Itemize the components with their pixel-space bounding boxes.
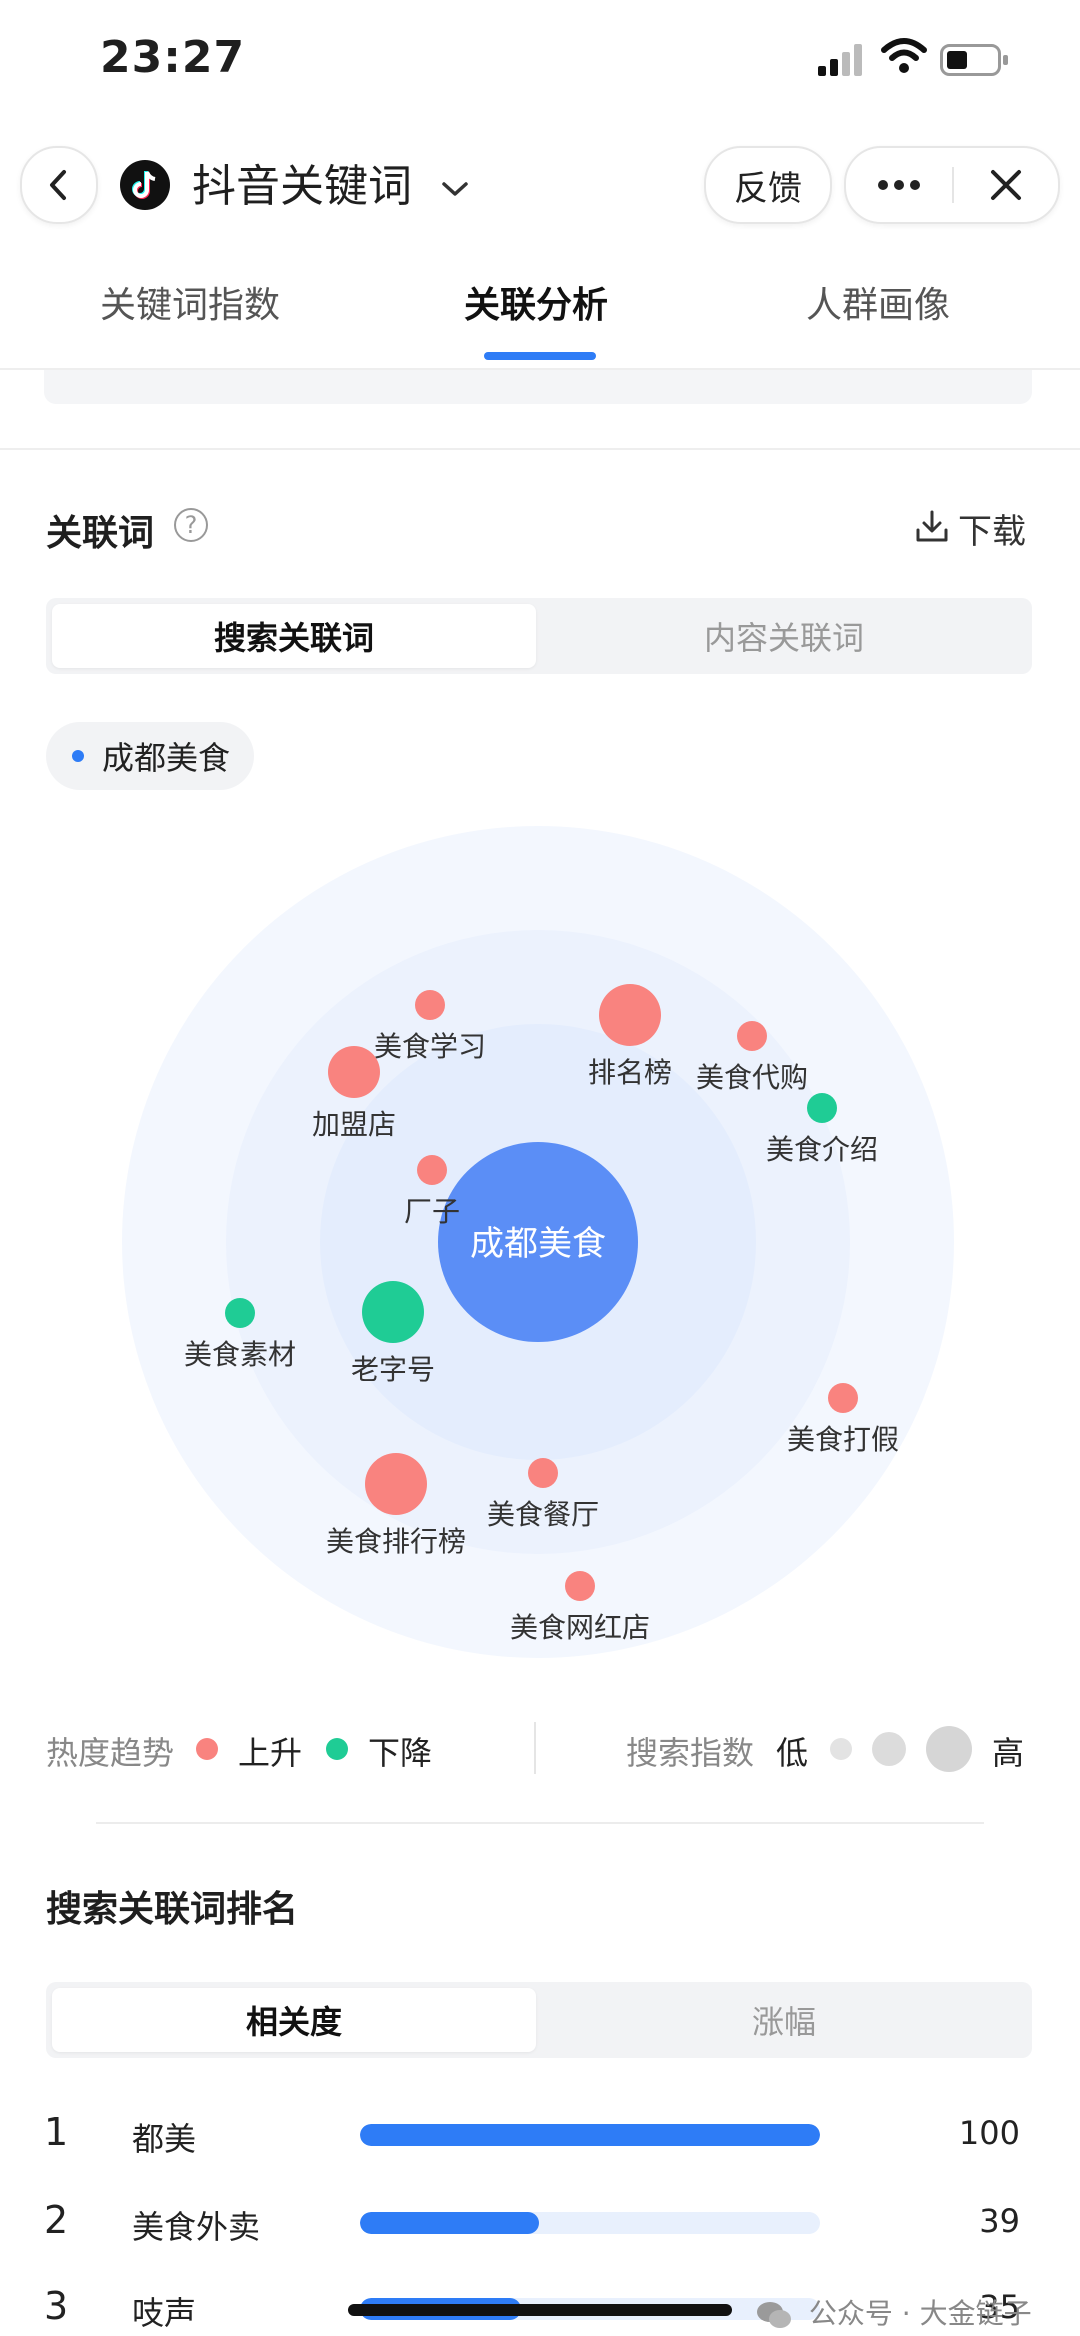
close-icon [991, 170, 1021, 200]
segment-search-related[interactable]: 搜索关联词 [52, 604, 536, 668]
legend-size-small [830, 1738, 852, 1760]
back-button[interactable] [20, 146, 98, 224]
related-words-bubble-chart: 成都美食 美食学习排名榜美食代购美食介绍 加盟店厂子美食素材 老字号美食打假美食排行… [122, 826, 954, 1658]
selected-keyword: 成都美食 [102, 739, 231, 777]
rank-bar-fill [360, 2124, 820, 2146]
home-indicator[interactable] [348, 2304, 732, 2316]
keyword-bubble[interactable] [807, 1093, 837, 1123]
rank-number: 3 [44, 2284, 69, 2328]
more-dots-icon [878, 180, 920, 190]
selected-keyword-chip[interactable]: 成都美食 [46, 722, 255, 790]
legend-size-medium [872, 1732, 906, 1766]
keyword-bubble[interactable] [565, 1571, 595, 1601]
rank-word: 都美 [132, 2120, 197, 2158]
help-icon[interactable]: ? [174, 508, 208, 542]
wechat-watermark: 公众号 · 大金链子 [756, 2292, 1032, 2332]
douyin-logo-icon [120, 160, 170, 210]
keyword-bubble[interactable] [328, 1046, 380, 1098]
rank-bar-track [360, 2124, 820, 2146]
ranking-row[interactable]: 2 美食外卖 39 [0, 2198, 1080, 2248]
center-bubble[interactable] [438, 1142, 638, 1342]
rank-number: 1 [44, 2110, 69, 2154]
app-title-dropdown[interactable]: 抖音关键词 [192, 150, 470, 214]
rank-bar-track [360, 2212, 820, 2234]
close-button[interactable] [954, 168, 1058, 202]
more-button[interactable] [846, 179, 952, 191]
keyword-bubble[interactable] [225, 1298, 255, 1328]
legend-up-label: 上升 [238, 1734, 303, 1772]
app-title: 抖音关键词 [192, 161, 412, 212]
ranking-sort-switch: 相关度 涨幅 [46, 1982, 1032, 2058]
tab-related-analysis[interactable]: 关联分析 [464, 285, 609, 326]
chevron-left-icon [50, 170, 66, 200]
rank-value: 100 [958, 2114, 1020, 2152]
keyword-bubble[interactable] [362, 1281, 424, 1343]
active-tab-indicator [484, 352, 596, 360]
tab-audience-profile[interactable]: 人群画像 [806, 285, 951, 326]
legend-down-label: 下降 [368, 1734, 433, 1772]
related-words-title: 关联词 [46, 513, 155, 554]
legend-high-label: 高 [992, 1734, 1025, 1772]
keyword-bubble-label: 美食打假 [787, 1423, 899, 1456]
ranking-title: 搜索关联词排名 [46, 1889, 299, 1930]
keyword-bubble-label: 加盟店 [312, 1108, 396, 1141]
status-time: 23:27 [100, 32, 246, 83]
cellular-signal-icon [818, 44, 862, 76]
rank-value: 35 [979, 2288, 1020, 2326]
keyword-bubble[interactable] [828, 1383, 858, 1413]
keyword-bubble-label: 美食素材 [184, 1338, 296, 1371]
keyword-bubble-label: 美食学习 [374, 1030, 486, 1063]
segment-relevance[interactable]: 相关度 [52, 1988, 536, 2052]
keyword-bubble-label: 排名榜 [588, 1056, 672, 1089]
previous-section-edge [44, 370, 1032, 404]
keyword-bubble-label: 厂子 [404, 1195, 460, 1228]
legend-index-label: 搜索指数 [626, 1734, 755, 1772]
capsule-menu [844, 146, 1060, 224]
legend-trend-label: 热度趋势 [46, 1734, 175, 1772]
segment-content-related[interactable]: 内容关联词 [703, 619, 864, 657]
ranking-row[interactable]: 1 都美 100 [0, 2110, 1080, 2160]
keyword-bubble[interactable] [415, 990, 445, 1020]
keyword-bubble-label: 美食排行榜 [326, 1525, 466, 1558]
keyword-bubble-label: 美食代购 [696, 1061, 808, 1094]
legend-up-dot [196, 1738, 218, 1760]
rank-number: 2 [44, 2198, 69, 2242]
legend-low-label: 低 [776, 1734, 809, 1772]
keyword-bubble-label: 美食介绍 [766, 1133, 878, 1166]
chip-dot-icon [72, 750, 84, 762]
related-type-switch: 搜索关联词 内容关联词 [46, 598, 1032, 674]
chevron-down-icon [442, 182, 468, 196]
download-button[interactable]: 下载 [958, 512, 1026, 552]
keyword-bubble-label: 美食餐厅 [487, 1498, 599, 1531]
feedback-button[interactable]: 反馈 [704, 146, 832, 224]
keyword-bubble-label: 老字号 [351, 1353, 435, 1386]
keyword-bubble[interactable] [365, 1453, 427, 1515]
keyword-bubble[interactable] [528, 1458, 558, 1488]
watermark-text: 公众号 · 大金链子 [808, 2297, 1032, 2330]
keyword-bubble[interactable] [417, 1155, 447, 1185]
battery-icon [940, 44, 1008, 76]
section-separator [96, 1822, 984, 1824]
center-bubble-label: 成都美食 [470, 1224, 606, 1264]
rank-value: 39 [979, 2202, 1020, 2240]
tab-keyword-index[interactable]: 关键词指数 [100, 285, 281, 326]
keyword-bubble[interactable] [599, 984, 661, 1046]
download-icon[interactable] [914, 508, 950, 544]
capsule-divider [952, 167, 954, 203]
rank-word: 吱声 [132, 2294, 197, 2332]
wifi-icon [881, 38, 927, 73]
legend-down-dot [326, 1738, 348, 1760]
rank-bar-fill [360, 2212, 540, 2234]
wechat-icon [757, 2302, 791, 2328]
section-divider [0, 448, 1080, 450]
keyword-bubble[interactable] [737, 1021, 767, 1051]
segment-growth[interactable]: 涨幅 [751, 2003, 816, 2041]
rank-word: 美食外卖 [132, 2208, 261, 2246]
legend-separator [534, 1722, 536, 1774]
legend-size-large [926, 1726, 972, 1772]
keyword-bubble-label: 美食网红店 [510, 1611, 650, 1644]
tabs-divider [0, 368, 1080, 370]
